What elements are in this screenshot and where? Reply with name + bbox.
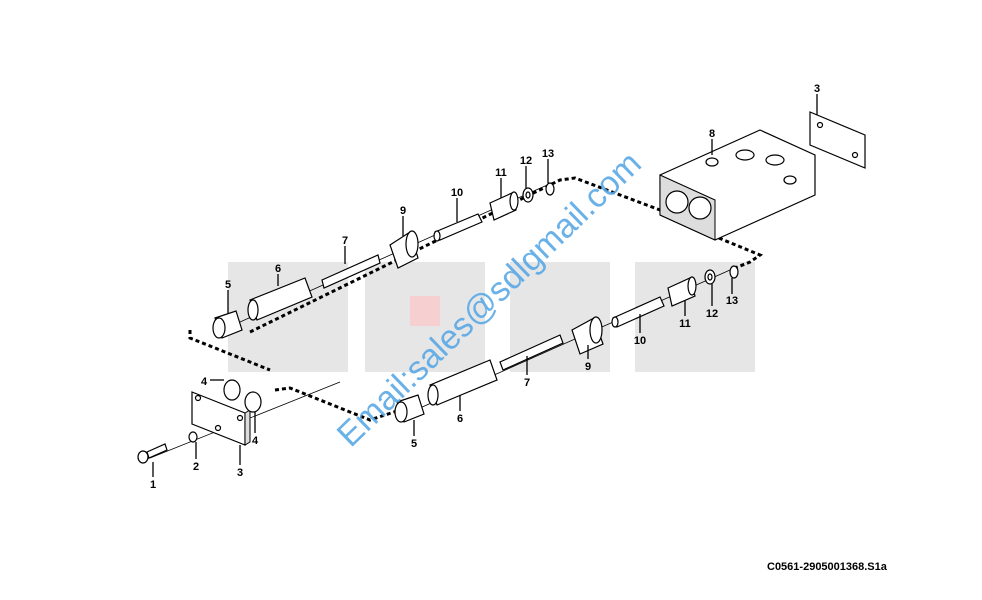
drawing-code: C0561-2905001368.S1a — [767, 561, 887, 573]
callout-9: 9 — [585, 361, 591, 373]
outer-spring-lower — [427, 359, 498, 406]
bolt — [137, 443, 168, 464]
callout-11: 11 — [495, 167, 507, 179]
callout-2: 2 — [193, 461, 199, 473]
cover-plate-top — [809, 111, 866, 169]
o-ring-lower — [244, 391, 262, 413]
gear-sleeve-top — [489, 191, 519, 221]
callout-6: 6 — [275, 263, 281, 275]
plug-top — [212, 310, 243, 339]
callout-4: 4 — [252, 435, 259, 447]
callout-8: 8 — [709, 128, 715, 140]
inner-spring-top — [321, 254, 381, 289]
callout-7: 7 — [524, 377, 530, 389]
spool-lower — [611, 296, 665, 328]
callout-7: 7 — [342, 235, 348, 247]
o-ring-upper — [223, 379, 241, 401]
callout-10: 10 — [451, 187, 463, 199]
callout-13: 13 — [726, 295, 738, 307]
spring-retainer-lower — [571, 316, 604, 355]
callout-4: 4 — [201, 376, 208, 388]
inner-spring-lower — [499, 334, 564, 371]
retaining-ring-lower — [729, 265, 739, 279]
callout-5: 5 — [225, 279, 231, 291]
washer-lower — [704, 269, 716, 285]
callout-13: 13 — [542, 148, 554, 160]
outer-spring-top — [247, 277, 313, 321]
spring-retainer-top — [389, 230, 419, 269]
plug-lower — [394, 394, 425, 423]
washer-cover — [188, 431, 198, 443]
callout-5: 5 — [411, 438, 417, 450]
callout-11: 11 — [679, 318, 691, 330]
callout-1: 1 — [150, 479, 156, 491]
leader-lines — [152, 94, 818, 477]
callout-3: 3 — [814, 83, 820, 95]
callout-12: 12 — [706, 308, 718, 320]
washer-top — [522, 187, 534, 203]
cover-plate-lower — [191, 391, 251, 446]
valve-body-housing — [659, 129, 816, 241]
gear-sleeve-lower — [667, 276, 697, 307]
assembly-path-upper — [188, 176, 764, 372]
sdlg-watermark-logo — [228, 262, 755, 372]
callout-3: 3 — [237, 467, 243, 479]
spool-top — [433, 213, 483, 242]
callout-9: 9 — [400, 205, 406, 217]
callout-10: 10 — [634, 335, 646, 347]
retaining-ring-top — [545, 182, 555, 196]
callout-6: 6 — [457, 413, 463, 425]
callout-12: 12 — [520, 155, 532, 167]
assembly-path-lower — [274, 386, 401, 422]
